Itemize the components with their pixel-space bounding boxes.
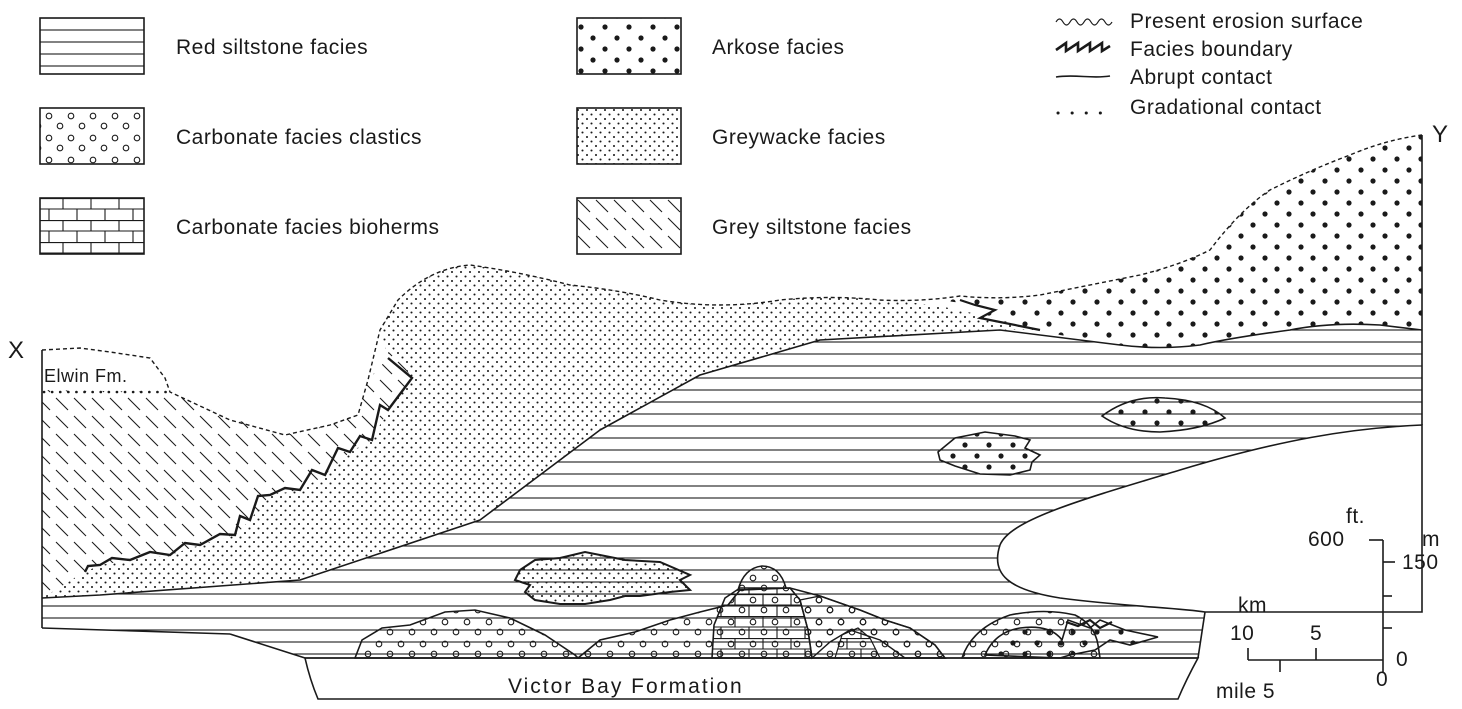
legend-greywacke-swatch <box>577 108 681 164</box>
abrupt-contact-symbol <box>1056 76 1110 77</box>
victor-bay-formation-unit <box>305 658 1198 699</box>
legend-red-siltstone-swatch <box>40 18 144 74</box>
scale-km-label: km <box>1238 594 1267 617</box>
legend-grey-siltstone-swatch <box>577 198 681 254</box>
scale-ft-600: 600 <box>1308 528 1345 551</box>
legend-arkose-label: Arkose facies <box>712 36 845 59</box>
elwin-formation-label: Elwin Fm. <box>44 366 128 386</box>
scale-horizontal-zero: 0 <box>1376 668 1388 691</box>
facies-boundary-symbol <box>1056 43 1110 51</box>
victor-bay-formation-label: Victor Bay Formation <box>508 675 744 698</box>
scale-mile-5: mile 5 <box>1216 680 1275 703</box>
legend-red-siltstone-label: Red siltstone facies <box>176 36 368 59</box>
scale-vertical-zero: 0 <box>1396 648 1408 671</box>
legend-grey-siltstone-label: Grey siltstone facies <box>712 216 912 239</box>
scale-m-150: 150 <box>1402 551 1439 574</box>
section-end-y: Y <box>1432 121 1449 148</box>
legend-carbonate-clastics-swatch <box>40 108 144 164</box>
arkose-unit <box>940 135 1422 348</box>
legend-erosion-label: Present erosion surface <box>1130 10 1363 33</box>
legend-facies-boundary-label: Facies boundary <box>1130 38 1293 61</box>
legend-greywacke-label: Greywacke facies <box>712 126 886 149</box>
scale-km-5: 5 <box>1310 622 1322 645</box>
scale-km-10: 10 <box>1230 622 1254 645</box>
legend-gradational-contact-label: Gradational contact <box>1130 96 1322 119</box>
legend-carbonate-clastics-label: Carbonate facies clastics <box>176 126 422 149</box>
scale-ft-label: ft. <box>1346 505 1365 528</box>
legend-arkose-swatch <box>577 18 681 74</box>
carbonate-bioherm <box>712 588 812 658</box>
erosion-surface-symbol <box>1056 19 1112 25</box>
section-end-x: X <box>8 337 25 364</box>
scale-m-label: m <box>1422 528 1440 551</box>
legend-carbonate-bioherms-label: Carbonate facies bioherms <box>176 216 439 239</box>
legend-abrupt-contact-label: Abrupt contact <box>1130 66 1272 89</box>
legend-carbonate-bioherms-swatch <box>40 198 144 254</box>
